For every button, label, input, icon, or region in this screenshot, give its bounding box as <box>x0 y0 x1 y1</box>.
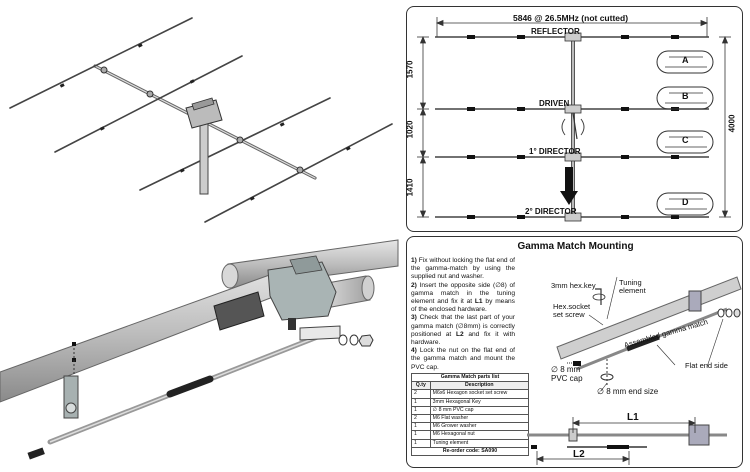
dim-1570: 1570 <box>405 60 415 79</box>
detail-d-label: D <box>682 197 689 207</box>
director1-element <box>139 97 331 191</box>
step2-l1: L1 <box>474 298 483 306</box>
reflector-element <box>9 17 193 109</box>
part-desc: M6x6 Hexagon socket set screw <box>429 389 530 399</box>
table-row: 1∅ 8 mm PVC cap <box>411 405 530 415</box>
layout-drawing <box>417 17 731 222</box>
part-qty: 1 <box>411 438 431 448</box>
closeup-drawing <box>0 239 399 460</box>
assembled-label: Assembled gamma match <box>623 317 709 350</box>
step3-symbol: ∅8mm <box>457 322 479 330</box>
parts-list-table: Gamma Match parts list Q.ty Description … <box>411 372 530 456</box>
end-size-label: ∅ 8 mm end size <box>597 387 659 396</box>
step3-text-c: and fix it with hardware. <box>411 330 515 347</box>
part-qty: 1 <box>411 405 431 415</box>
part-qty: 1 <box>411 422 431 432</box>
reflector-label: REFLECTOR <box>531 27 580 36</box>
l2-label: L2 <box>573 449 585 460</box>
director2-label: 2° DIRECTOR <box>525 207 577 216</box>
parts-head-qty: Q.ty <box>411 381 431 391</box>
director1-label: 1° DIRECTOR <box>529 147 581 156</box>
element-layout-panel: 5846 @ 26.5MHz (not cutted) REFLECTOR DR… <box>405 6 743 232</box>
part-desc: Tuning element <box>429 438 530 448</box>
step1-text: Fix without locking the flat end of the … <box>411 257 515 281</box>
hex-nut <box>358 334 374 347</box>
flat-end-label: Flat end side <box>685 361 728 370</box>
part-qty: 2 <box>411 413 431 424</box>
reorder-code: Re-order code: SA090 <box>411 446 529 456</box>
step2-number: 2) <box>411 281 417 289</box>
dim-1410: 1410 <box>405 178 415 197</box>
isometric-antenna-view <box>0 0 400 232</box>
step2-text-a: Insert the opposite side ( <box>419 281 496 289</box>
part-desc: M6 Flat washer <box>429 413 530 424</box>
l1-label: L1 <box>627 412 639 423</box>
step4-number: 4) <box>411 347 417 355</box>
hex-key-label: 3mm hex.key <box>551 281 596 290</box>
pvc-cap-label: ∅ 8 mm PVC cap <box>551 365 583 383</box>
step3-text-a: Check that the last part of your gamma m… <box>411 314 515 330</box>
gamma-match-panel: Gamma Match Mounting 1) Fix without lock… <box>406 236 743 468</box>
parts-head-desc: Description <box>429 381 530 391</box>
set-screw <box>288 318 296 330</box>
boom-clamp <box>267 261 337 321</box>
dim-1020: 1020 <box>405 120 415 139</box>
overall-width-label: 5846 @ 26.5MHz (not cutted) <box>513 13 629 23</box>
parts-title: Gamma Match parts list <box>411 372 529 383</box>
element-tube <box>0 263 313 403</box>
tuning-element-label: Tuning element <box>619 278 646 295</box>
gamma-title: Gamma Match Mounting <box>517 241 634 252</box>
part-qty: 2 <box>411 389 431 399</box>
detail-c-label: C <box>682 135 689 145</box>
direction-arrow <box>560 167 578 205</box>
gamma-instructions: 1) Fix without locking the flat end of t… <box>411 257 515 372</box>
gamma-sleeve <box>166 375 214 398</box>
detail-b-label: B <box>682 91 689 101</box>
pvc-cap <box>27 447 45 460</box>
driven-element <box>54 55 243 153</box>
hex-socket-label: Hex.socket set screw <box>553 302 591 319</box>
insulator <box>213 291 265 331</box>
part-desc: ∅ 8 mm PVC cap <box>429 405 530 415</box>
step2-text-b: ) of gamma match in the tuning element a… <box>411 281 515 306</box>
step2-text-c: by means of the enclosed hardware. <box>411 298 515 314</box>
step2-symbol: ∅8 <box>495 281 505 289</box>
step1-number: 1) <box>411 257 417 264</box>
driven-label: DRIVEN <box>539 99 570 108</box>
part-desc: M6 Grower washer <box>429 422 530 432</box>
part-desc: M6 Hexagonal nut <box>429 430 530 440</box>
step3-number: 3) <box>411 314 417 322</box>
step3-text-b: ) is correctly positioned at <box>411 322 515 338</box>
part-qty: 1 <box>411 430 431 440</box>
step4-text: Lock the nut on the flat end of the gamm… <box>411 347 515 371</box>
step3-l2: L2 <box>455 330 464 338</box>
part-desc: 3mm Hexagonal Key <box>429 397 530 407</box>
gamma-bracket <box>299 325 341 341</box>
part-qty: 1 <box>411 397 431 407</box>
closeup-gamma-match-view <box>0 236 400 472</box>
dim-4000: 4000 <box>727 114 737 133</box>
isometric-antenna-drawing <box>9 17 393 223</box>
detail-a-label: A <box>682 55 689 65</box>
washer <box>338 334 348 346</box>
